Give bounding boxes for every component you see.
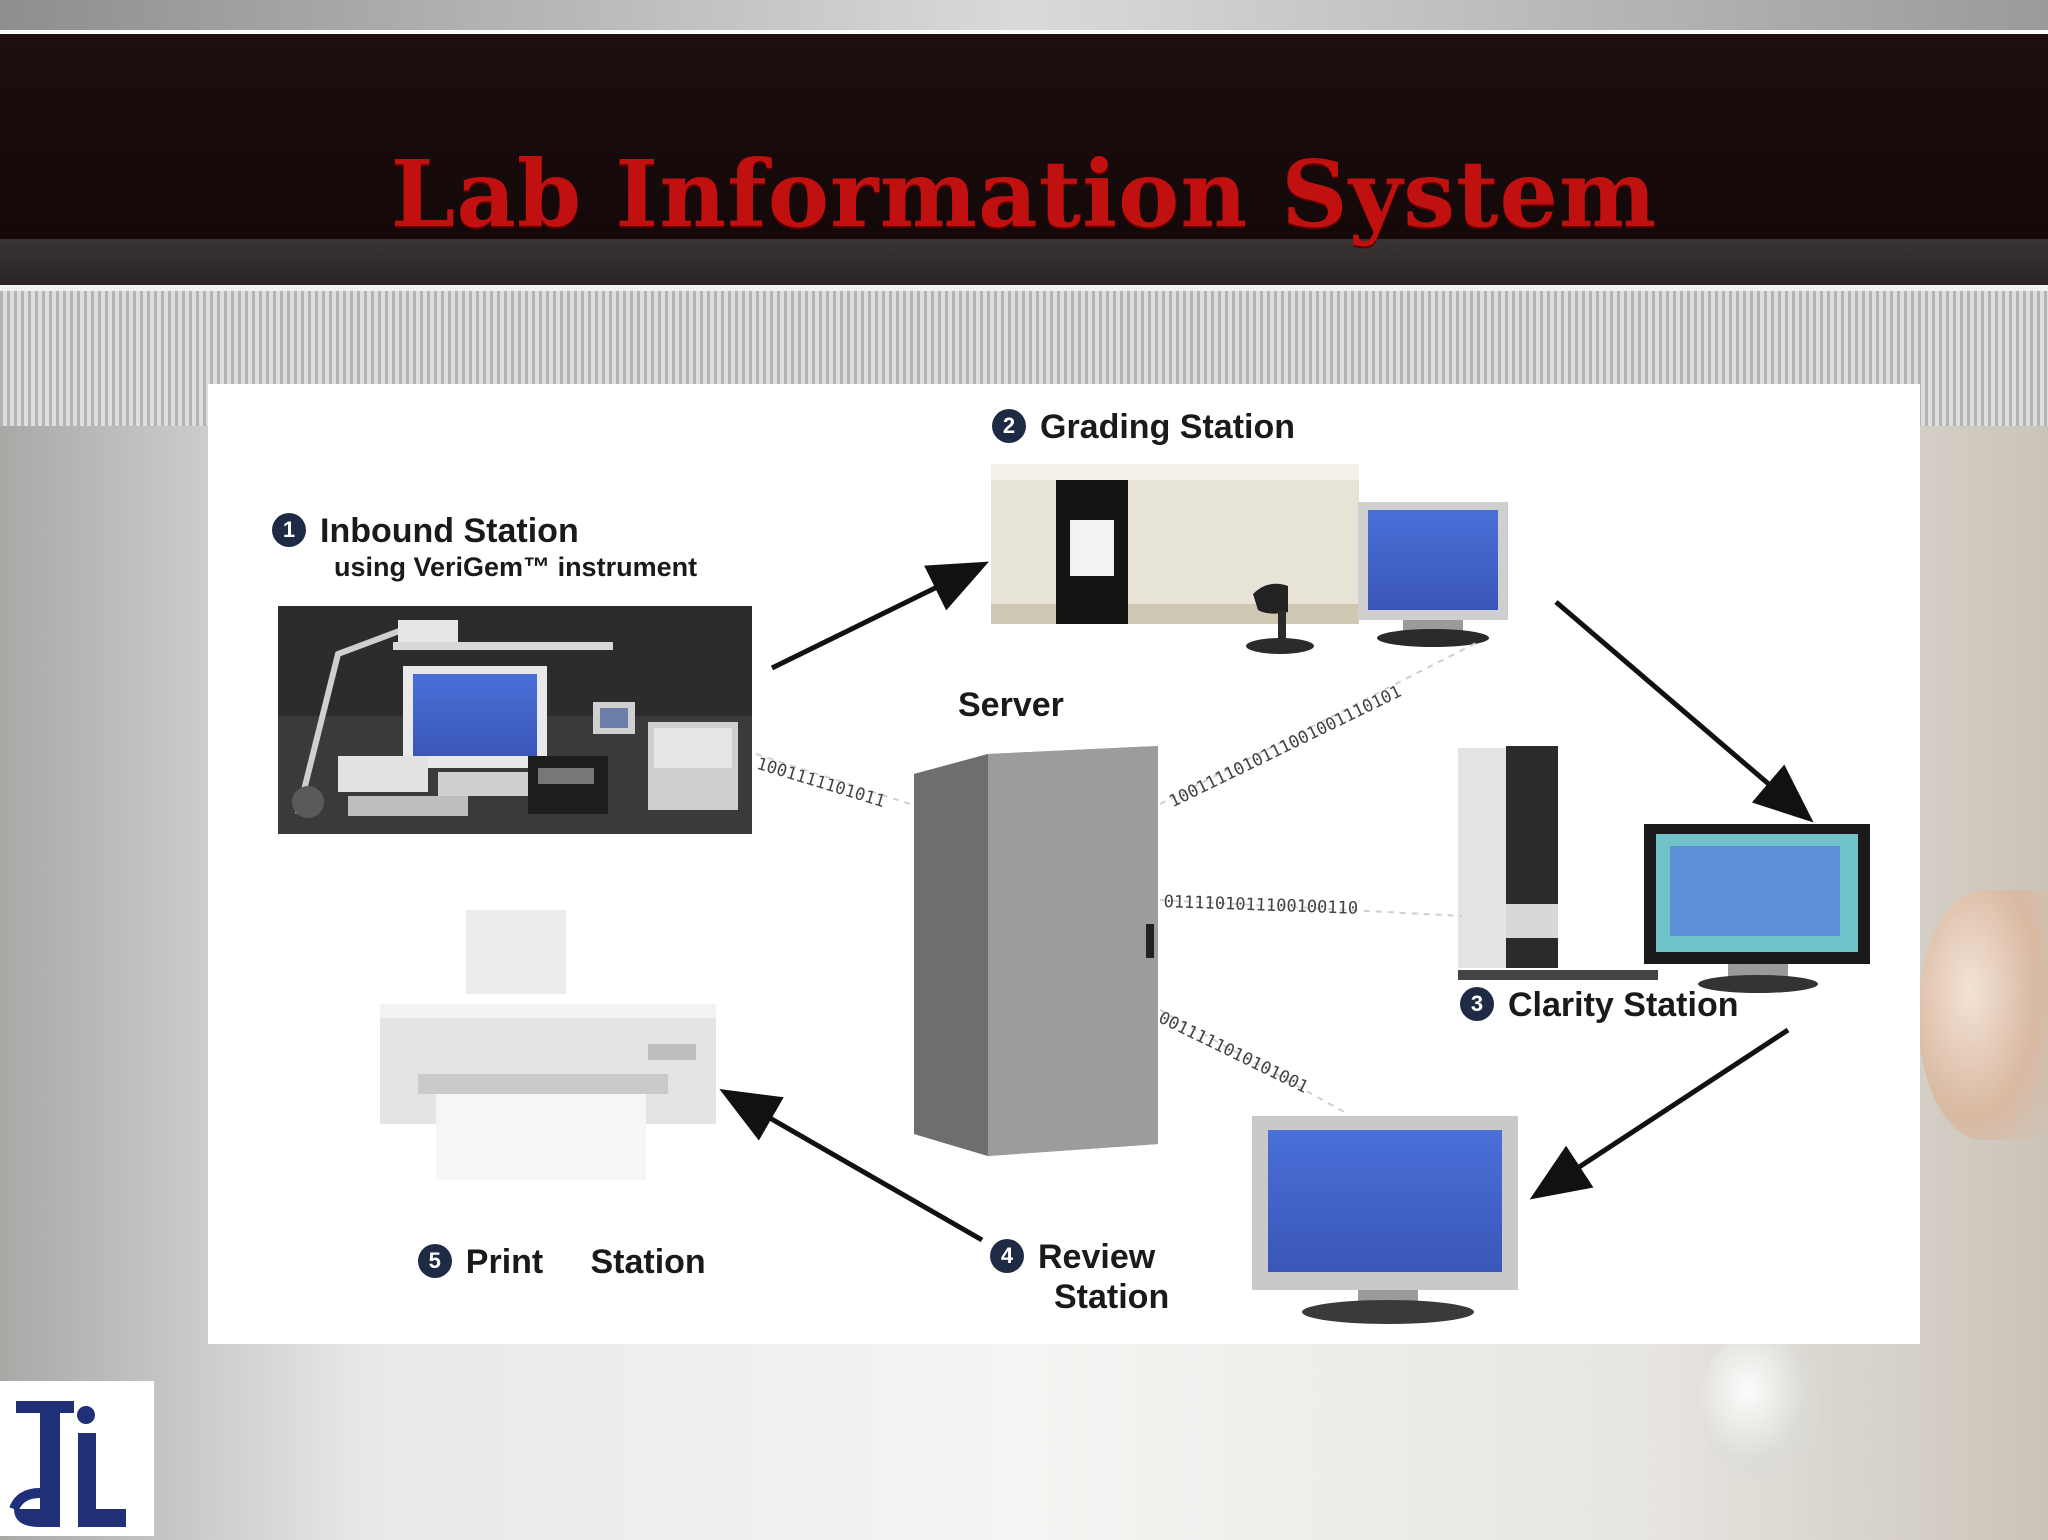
diagram-artwork bbox=[278, 464, 1870, 1324]
clarity-station-name: Clarity Station bbox=[1508, 986, 1739, 1024]
data-connections bbox=[755, 641, 1479, 1115]
review-station-label: 4 Review bbox=[990, 1238, 1155, 1277]
band-divider bbox=[0, 285, 2048, 291]
slide-title: Lab Information System bbox=[390, 140, 1658, 248]
arrow-review-to-print bbox=[719, 1089, 984, 1243]
server-rack-image bbox=[914, 746, 1158, 1156]
grading-station-image bbox=[991, 464, 1508, 654]
step-badge-4: 4 bbox=[990, 1239, 1024, 1274]
step-badge-3: 3 bbox=[1460, 987, 1494, 1022]
grading-station-label: 2 Grading Station bbox=[992, 408, 1295, 447]
step-badge-2: 2 bbox=[992, 409, 1026, 444]
inbound-station-label: 1 Inbound Station bbox=[272, 512, 579, 551]
workflow-arrows bbox=[719, 561, 1814, 1243]
clarity-station-label: 3 Clarity Station bbox=[1460, 986, 1738, 1025]
title-band bbox=[0, 34, 2048, 239]
print-station-label: 5 Print Station bbox=[380, 1204, 706, 1321]
review-station-image bbox=[1252, 1116, 1518, 1324]
step-badge-5: 5 bbox=[417, 1244, 452, 1279]
top-strip bbox=[0, 0, 2048, 30]
clarity-station-image bbox=[1458, 746, 1870, 993]
server-label: Server bbox=[958, 686, 1064, 724]
top-divider bbox=[0, 30, 2048, 34]
title-band-lower bbox=[0, 239, 2048, 285]
company-logo bbox=[0, 1381, 154, 1536]
printer-image bbox=[380, 910, 716, 1180]
arrow-inbound-to-grading bbox=[770, 561, 989, 671]
inbound-station-name: Inbound Station bbox=[320, 512, 579, 550]
inbound-station-image bbox=[278, 606, 752, 834]
print-station-name: Print Station bbox=[465, 1243, 706, 1282]
inbound-station-subtitle: using VeriGem™ instrument bbox=[334, 552, 698, 582]
review-station-name-line1: Review bbox=[1038, 1238, 1156, 1276]
background-hand-image bbox=[1918, 890, 2048, 1140]
arrow-grading-to-clarity bbox=[1554, 600, 1814, 823]
review-station-name-line2: Station bbox=[1054, 1278, 1170, 1316]
lab-system-diagram: 1001111101011 1001111010111001001110101 … bbox=[208, 384, 1920, 1344]
logo-mark bbox=[9, 1401, 126, 1527]
grading-station-name: Grading Station bbox=[1040, 408, 1295, 446]
step-badge-1: 1 bbox=[272, 513, 306, 548]
background-flask-image bbox=[1700, 1330, 1820, 1480]
arrow-clarity-to-review bbox=[1529, 1027, 1790, 1200]
